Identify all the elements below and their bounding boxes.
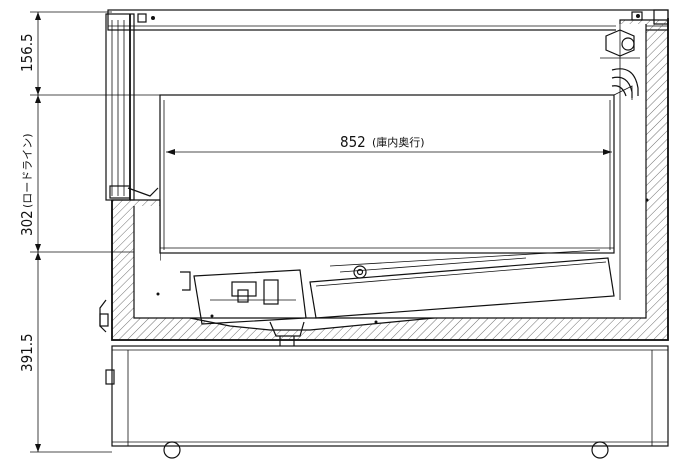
air-duct <box>600 29 649 202</box>
casters <box>160 441 612 459</box>
dim-load-line-value: 302 <box>18 210 36 236</box>
front-latch <box>99 299 109 333</box>
front-glass-panel <box>105 13 159 201</box>
base-stand <box>105 345 669 447</box>
product-basket <box>159 85 633 254</box>
insulated-cabinet <box>111 18 669 341</box>
dim-load-line-label: (ロードライン) <box>21 133 34 208</box>
dim-inner-depth-value: 852 <box>340 133 366 151</box>
dim-load-line: 302 (ロードライン) <box>18 133 36 236</box>
inner-depth-dimension: 852 (庫内奥行) <box>166 133 612 155</box>
dim-base-height: 391.5 <box>18 333 36 372</box>
caster-rear <box>591 441 609 459</box>
evaporator-tray <box>309 249 615 319</box>
dim-top-height: 156.5 <box>18 33 36 72</box>
top-lid <box>107 9 669 31</box>
dim-inner-depth-label: (庫内奥行) <box>372 135 425 149</box>
machinery <box>156 269 378 346</box>
caster-front <box>163 441 181 459</box>
